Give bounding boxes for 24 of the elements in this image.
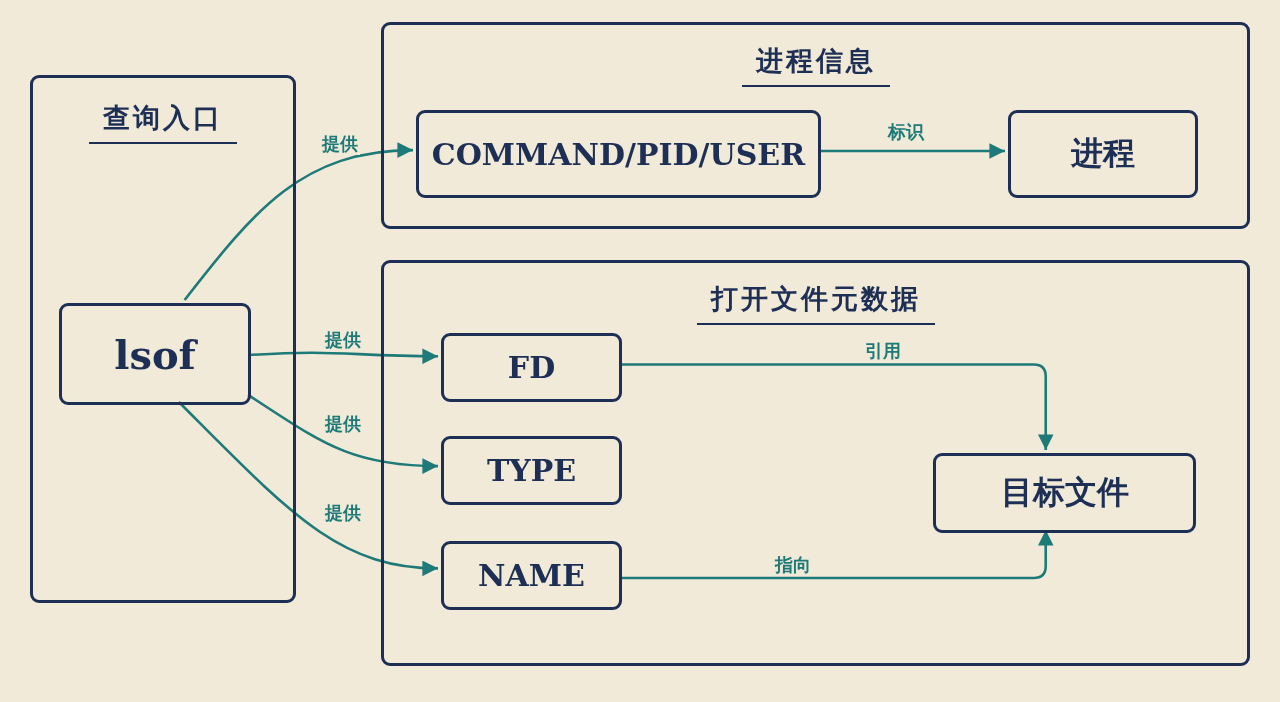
arrow (619, 363, 1054, 450)
edge-label: 提供 (323, 413, 363, 435)
edge-label: 提供 (323, 502, 363, 524)
edge-label: 引用 (863, 340, 903, 362)
process-box: 目标文件 (933, 453, 1196, 533)
process-box: FD (441, 333, 622, 402)
arrow (183, 143, 414, 301)
process-box: lsof (59, 303, 251, 405)
arrow (619, 530, 1054, 580)
process-box: COMMAND/PID/USER (416, 110, 821, 198)
edge-label: 提供 (320, 133, 360, 155)
process-box: 进程 (1008, 110, 1198, 198)
edge-label: 提供 (323, 329, 363, 351)
process-box: TYPE (441, 436, 622, 505)
group-panel (381, 260, 1250, 666)
panel-heading: 打开文件元数据 (696, 281, 935, 325)
group-panel (381, 22, 1250, 229)
process-box: NAME (441, 541, 622, 610)
edge-label: 标识 (886, 121, 926, 143)
arrow (818, 143, 1005, 159)
group-panel (30, 75, 296, 603)
panel-heading: 查询入口 (89, 100, 237, 144)
panel-heading: 进程信息 (741, 43, 890, 87)
arrow (177, 401, 439, 576)
